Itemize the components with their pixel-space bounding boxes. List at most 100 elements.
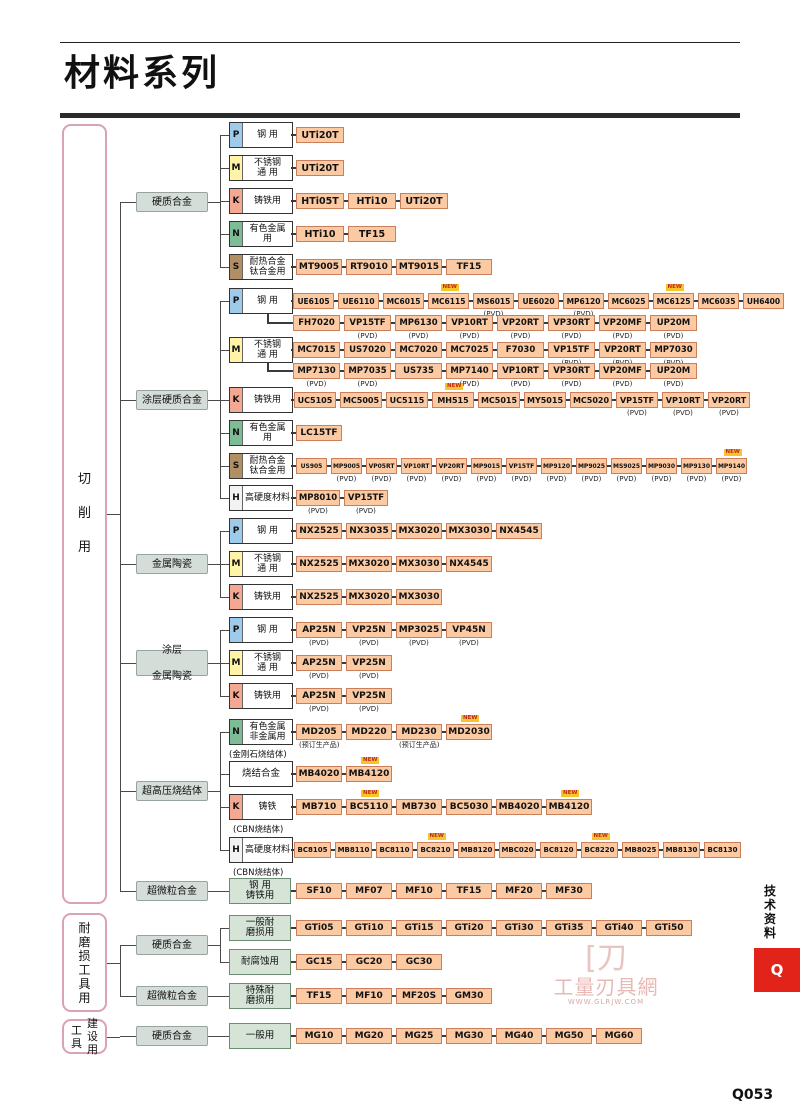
grade-chip[interactable]: MB8120 <box>458 842 495 858</box>
grade-chip[interactable]: MG60 <box>596 1028 642 1044</box>
grade-chip[interactable]: BC8105 <box>294 842 331 858</box>
grade-chip[interactable]: MP9120 <box>541 458 572 474</box>
grade-chip[interactable]: BC8110 <box>376 842 413 858</box>
section-tab-q[interactable]: Q <box>754 948 800 992</box>
grade-chip[interactable]: MF20 <box>496 883 542 899</box>
grade-chip[interactable]: MY5015 <box>524 392 566 408</box>
grade-chip[interactable]: VP25N <box>346 688 392 704</box>
grade-chip[interactable]: MG25 <box>396 1028 442 1044</box>
grade-chip[interactable]: GTi20 <box>446 920 492 936</box>
grade-chip[interactable]: GC20 <box>346 954 392 970</box>
grade-chip[interactable]: MD230 <box>396 724 442 740</box>
grade-chip[interactable]: MC6015 <box>383 293 424 309</box>
grade-chip[interactable]: UC5105 <box>294 392 336 408</box>
grade-chip[interactable]: UTi20T <box>296 127 344 143</box>
grade-chip[interactable]: MG10 <box>296 1028 342 1044</box>
grade-chip[interactable]: MP9030 <box>646 458 677 474</box>
grade-chip[interactable]: MD2030 <box>446 724 492 740</box>
grade-chip[interactable]: MBC020 <box>499 842 536 858</box>
grade-chip[interactable]: MG20 <box>346 1028 392 1044</box>
grade-chip[interactable]: MF20S <box>396 988 442 1004</box>
grade-chip[interactable]: NX3035 <box>346 523 392 539</box>
grade-chip[interactable]: MP7035 <box>344 363 391 379</box>
grade-chip[interactable]: SF10 <box>296 883 342 899</box>
grade-chip[interactable]: MC6025 <box>608 293 649 309</box>
grade-chip[interactable]: MB710 <box>296 799 342 815</box>
grade-chip[interactable]: VP20MF <box>599 315 646 331</box>
grade-chip[interactable]: BC8220 <box>581 842 618 858</box>
grade-chip[interactable]: MS9025 <box>611 458 642 474</box>
grade-chip[interactable]: VP10RT <box>662 392 704 408</box>
grade-chip[interactable]: TF15 <box>446 259 492 275</box>
grade-chip[interactable]: TF15 <box>348 226 396 242</box>
grade-chip[interactable]: MG40 <box>496 1028 542 1044</box>
grade-chip[interactable]: RT9010 <box>346 259 392 275</box>
grade-chip[interactable]: FH7020 <box>293 315 340 331</box>
grade-chip[interactable]: AP25N <box>296 688 342 704</box>
grade-chip[interactable]: MX3020 <box>346 556 392 572</box>
grade-chip[interactable]: VP25N <box>346 622 392 638</box>
grade-chip[interactable]: VP10RT <box>446 315 493 331</box>
grade-chip[interactable]: MB4020 <box>496 799 542 815</box>
grade-chip[interactable]: VP10RT <box>401 458 432 474</box>
grade-chip[interactable]: VP15TF <box>506 458 537 474</box>
grade-chip[interactable]: VP05RT <box>366 458 397 474</box>
grade-chip[interactable]: MP9140 <box>716 458 747 474</box>
grade-chip[interactable]: UH6400 <box>743 293 784 309</box>
grade-chip[interactable]: VP15TF <box>616 392 658 408</box>
grade-chip[interactable]: MC6125 <box>653 293 694 309</box>
grade-chip[interactable]: TF15 <box>296 988 342 1004</box>
grade-chip[interactable]: MP8010 <box>296 490 340 506</box>
grade-chip[interactable]: GM30 <box>446 988 492 1004</box>
grade-chip[interactable]: MP9130 <box>681 458 712 474</box>
grade-chip[interactable]: BC8210 <box>417 842 454 858</box>
grade-chip[interactable]: MG30 <box>446 1028 492 1044</box>
grade-chip[interactable]: NX2525 <box>296 556 342 572</box>
grade-chip[interactable]: VP15TF <box>548 342 595 358</box>
grade-chip[interactable]: MX3020 <box>346 589 392 605</box>
grade-chip[interactable]: NX2525 <box>296 589 342 605</box>
grade-chip[interactable]: MP7030 <box>650 342 697 358</box>
grade-chip[interactable]: BC5030 <box>446 799 492 815</box>
grade-chip[interactable]: MP9025 <box>576 458 607 474</box>
grade-chip[interactable]: UC5115 <box>386 392 428 408</box>
grade-chip[interactable]: MC5020 <box>570 392 612 408</box>
grade-chip[interactable]: UP20M <box>650 315 697 331</box>
grade-chip[interactable]: GTi50 <box>646 920 692 936</box>
grade-chip[interactable]: AP25N <box>296 622 342 638</box>
grade-chip[interactable]: UE6105 <box>293 293 334 309</box>
grade-chip[interactable]: MC6035 <box>698 293 739 309</box>
grade-chip[interactable]: VP15TF <box>344 490 388 506</box>
grade-chip[interactable]: GTi30 <box>496 920 542 936</box>
grade-chip[interactable]: GTi10 <box>346 920 392 936</box>
grade-chip[interactable]: MD220 <box>346 724 392 740</box>
grade-chip[interactable]: GTi05 <box>296 920 342 936</box>
grade-chip[interactable]: VP45N <box>446 622 492 638</box>
grade-chip[interactable]: MP6130 <box>395 315 442 331</box>
grade-chip[interactable]: MB8110 <box>335 842 372 858</box>
grade-chip[interactable]: MB730 <box>396 799 442 815</box>
grade-chip[interactable]: GTi15 <box>396 920 442 936</box>
grade-chip[interactable]: MX3030 <box>396 589 442 605</box>
grade-chip[interactable]: US905 <box>296 458 327 474</box>
grade-chip[interactable]: MB4120 <box>546 799 592 815</box>
grade-chip[interactable]: MD205 <box>296 724 342 740</box>
grade-chip[interactable]: MX3030 <box>396 556 442 572</box>
grade-chip[interactable]: VP20RT <box>497 315 544 331</box>
grade-chip[interactable]: US735 <box>395 363 442 379</box>
grade-chip[interactable]: VP25N <box>346 655 392 671</box>
grade-chip[interactable]: MC5005 <box>340 392 382 408</box>
grade-chip[interactable]: UTi20T <box>296 160 344 176</box>
grade-chip[interactable]: GC30 <box>396 954 442 970</box>
grade-chip[interactable]: MC5015 <box>478 392 520 408</box>
grade-chip[interactable]: F7030 <box>497 342 544 358</box>
grade-chip[interactable]: VP15TF <box>344 315 391 331</box>
grade-chip[interactable]: NX4545 <box>496 523 542 539</box>
grade-chip[interactable]: MS6015 <box>473 293 514 309</box>
grade-chip[interactable]: VP20RT <box>599 342 646 358</box>
grade-chip[interactable]: MP6120 <box>563 293 604 309</box>
grade-chip[interactable]: MB4020 <box>296 766 342 782</box>
grade-chip[interactable]: MP9015 <box>471 458 502 474</box>
grade-chip[interactable]: VP10RT <box>497 363 544 379</box>
grade-chip[interactable]: GC15 <box>296 954 342 970</box>
